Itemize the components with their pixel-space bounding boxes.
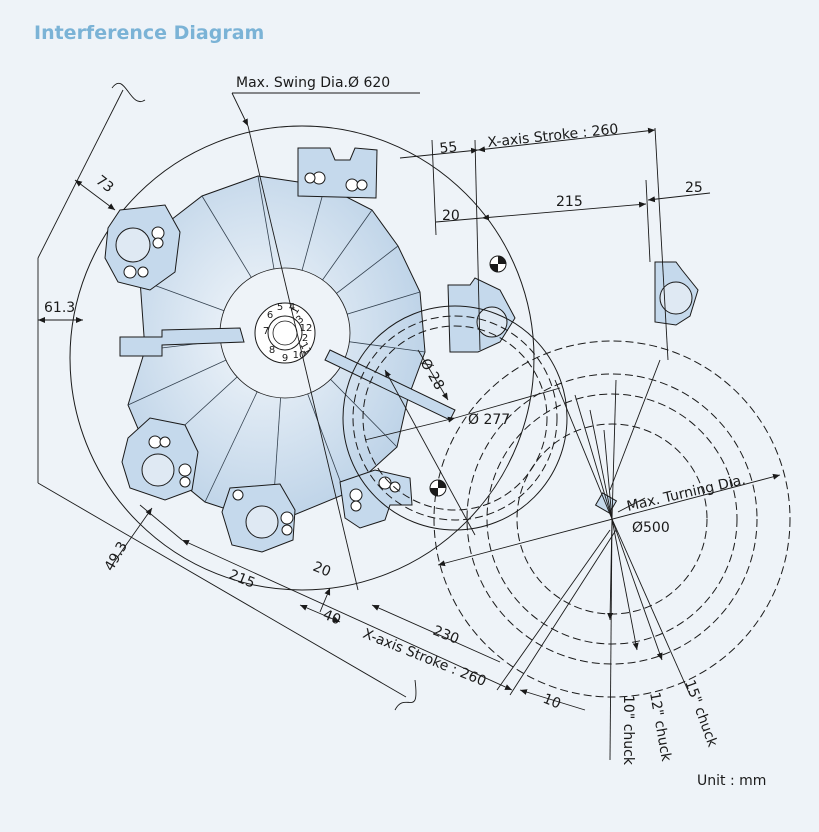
center-mark-upper xyxy=(489,255,507,273)
dim-10-label: 10 xyxy=(541,691,564,713)
chuck-circles xyxy=(352,315,791,698)
unit-label: Unit : mm xyxy=(697,773,766,789)
tool-holder-left-bar xyxy=(119,327,245,357)
turret-number: 5 xyxy=(277,302,283,313)
max-turning-label: Max. Turning Dia. xyxy=(625,472,747,515)
turret-number: 3 xyxy=(294,314,306,327)
max-swing-label: Max. Swing Dia.Ø 620 xyxy=(236,75,390,91)
x-stroke-top-label: X-axis Stroke : 260 xyxy=(487,121,619,151)
turret-number: 6 xyxy=(267,310,273,321)
diagram-title: Interference Diagram xyxy=(34,22,265,44)
tool-holder-lower-right xyxy=(339,469,413,529)
center-mark-lower xyxy=(429,479,447,497)
spindle-marker xyxy=(594,492,618,514)
chuck-15-label: 15" chuck xyxy=(681,678,720,750)
dim-20-bottom-label: 20 xyxy=(311,559,334,581)
tool-holder-far-right xyxy=(654,261,699,326)
tool-holder-bottom xyxy=(221,483,296,553)
dim-230-label: 230 xyxy=(431,623,462,648)
dim-277-label: Ø 277 xyxy=(468,412,510,428)
turret-number: 8 xyxy=(269,345,275,356)
dim-28-label: Ø 28 xyxy=(417,356,448,393)
turret-numbers: 1 2 3 4 5 6 7 8 9 10 11 12 xyxy=(263,302,313,364)
turret-number: 10 xyxy=(293,350,306,361)
dim-500-label: Ø500 xyxy=(632,520,670,536)
dim-40-label: 40 xyxy=(321,607,344,629)
tool-holder-lower-left xyxy=(121,417,199,501)
turret-number: 12 xyxy=(300,323,313,334)
dim-215-bottom-label: 215 xyxy=(227,567,258,592)
dim-55-label: 55 xyxy=(439,139,458,157)
tool-holder-upper-left xyxy=(104,204,181,291)
turret-number: 7 xyxy=(263,326,269,337)
dim-20-top-label: 20 xyxy=(442,208,460,224)
tool-holder-right xyxy=(447,277,516,353)
x-stroke-bottom-label: X-axis Stroke : 260 xyxy=(361,626,489,690)
turret-body xyxy=(127,175,426,525)
turret-number: 4 xyxy=(289,302,295,313)
turret-number: 9 xyxy=(282,353,288,364)
turret-number: 2 xyxy=(302,333,308,344)
dimension-lines xyxy=(37,82,781,761)
dim-73-label: 73 xyxy=(93,173,117,197)
dim-25-label: 25 xyxy=(685,180,703,196)
dim-215-top-label: 215 xyxy=(556,194,583,210)
chuck-12-label: 12" chuck xyxy=(646,691,674,764)
chuck-10-label: 10" chuck xyxy=(620,695,636,766)
dim-61-label: 61.3 xyxy=(44,300,75,316)
turret-number: 1 xyxy=(289,305,302,316)
tool-holder-top xyxy=(297,147,378,199)
